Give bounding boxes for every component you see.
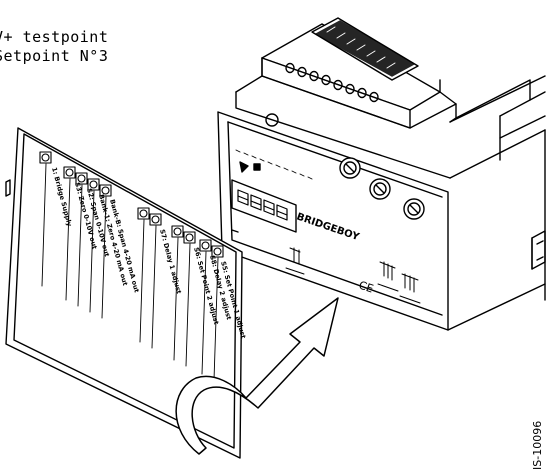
adjustment-knobs	[339, 157, 425, 220]
relay-diagrams	[285, 247, 421, 304]
caption-setpoint: Setpoint N°3	[0, 47, 109, 65]
side-note: IS-10096	[531, 421, 544, 470]
ce-mark: CE	[357, 279, 375, 296]
insertion-arrow	[175, 297, 339, 455]
card-holes	[39, 151, 224, 258]
display-digits	[237, 189, 288, 221]
label-card	[5, 127, 243, 459]
screw-holes	[285, 62, 379, 103]
caption-testpoint: V+ testpoint	[0, 28, 109, 46]
din-module: CE BRIDGEBOY	[217, 17, 546, 331]
